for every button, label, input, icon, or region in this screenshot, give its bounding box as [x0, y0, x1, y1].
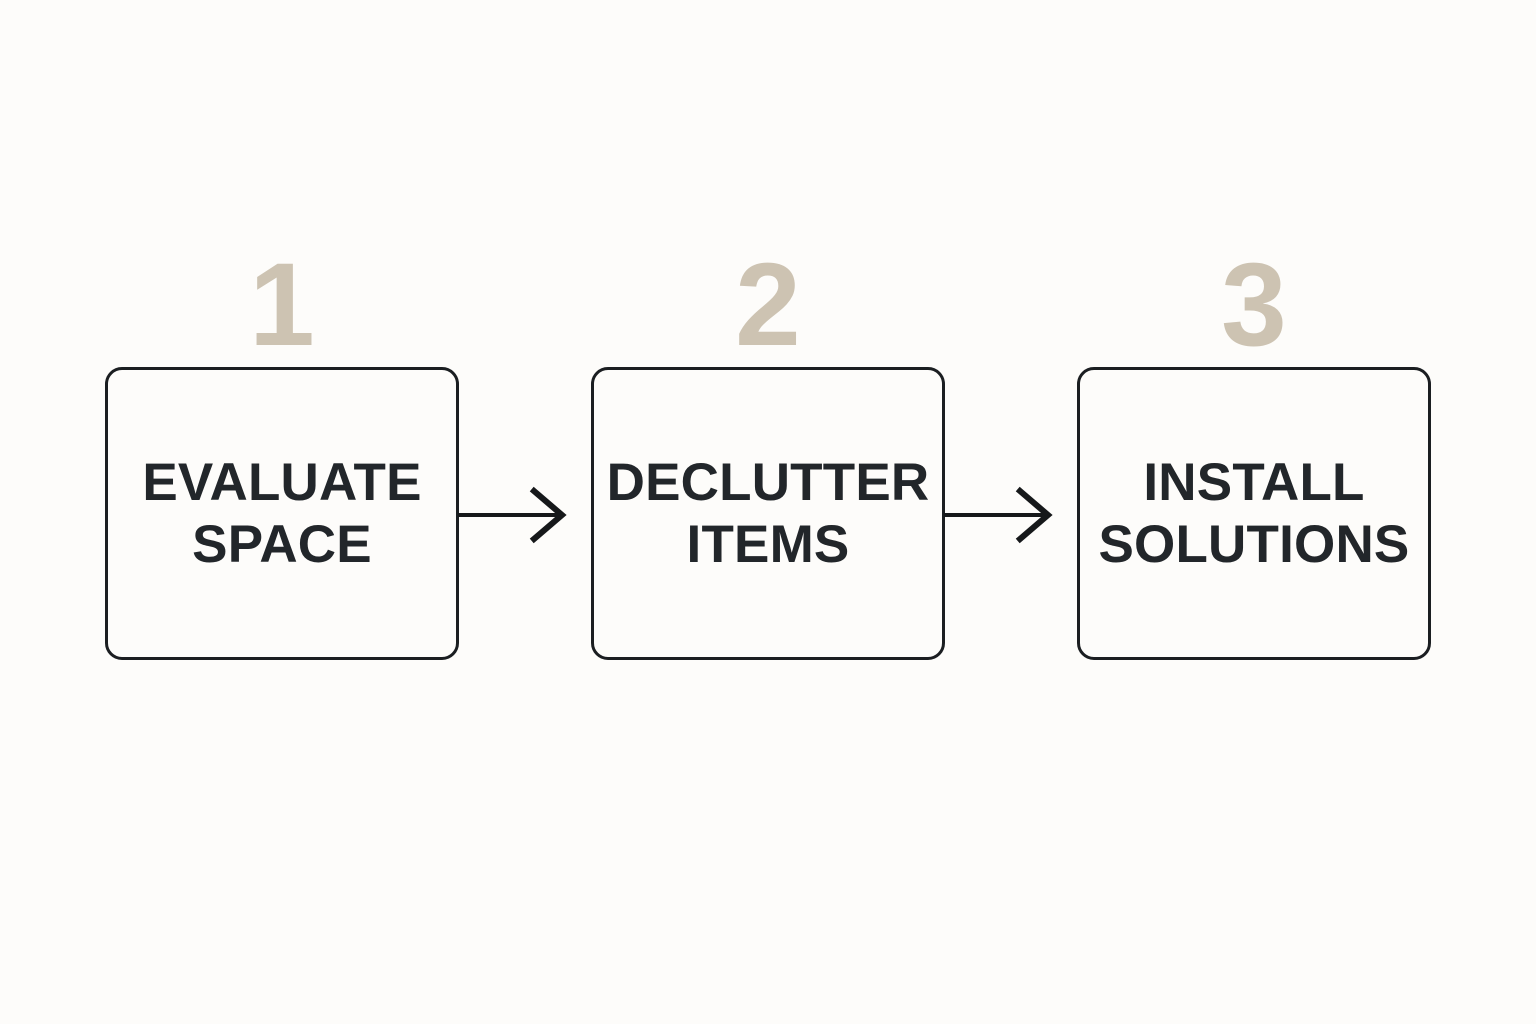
step-box-2[interactable]: DECLUTTER ITEMS: [591, 367, 945, 660]
step-box-1[interactable]: EVALUATE SPACE: [105, 367, 459, 660]
step-label-2: DECLUTTER ITEMS: [606, 452, 930, 574]
connector-step2-to-step3: [944, 486, 1076, 544]
step-label-3: INSTALL SOLUTIONS: [1098, 452, 1410, 574]
step-box-3[interactable]: INSTALL SOLUTIONS: [1077, 367, 1431, 660]
process-step-3[interactable]: 3 INSTALL SOLUTIONS: [1077, 245, 1431, 660]
process-step-2[interactable]: 2 DECLUTTER ITEMS: [591, 245, 945, 660]
step-number-2: 2: [735, 239, 801, 371]
arrow-right-icon: [944, 486, 1053, 544]
arrow-right-icon: [458, 486, 567, 544]
step-label-1: EVALUATE SPACE: [142, 452, 422, 574]
step-number-3: 3: [1221, 239, 1287, 371]
step-number-1: 1: [249, 239, 315, 371]
connector-step1-to-step2: [458, 486, 590, 544]
process-step-1[interactable]: 1 EVALUATE SPACE: [105, 245, 459, 660]
